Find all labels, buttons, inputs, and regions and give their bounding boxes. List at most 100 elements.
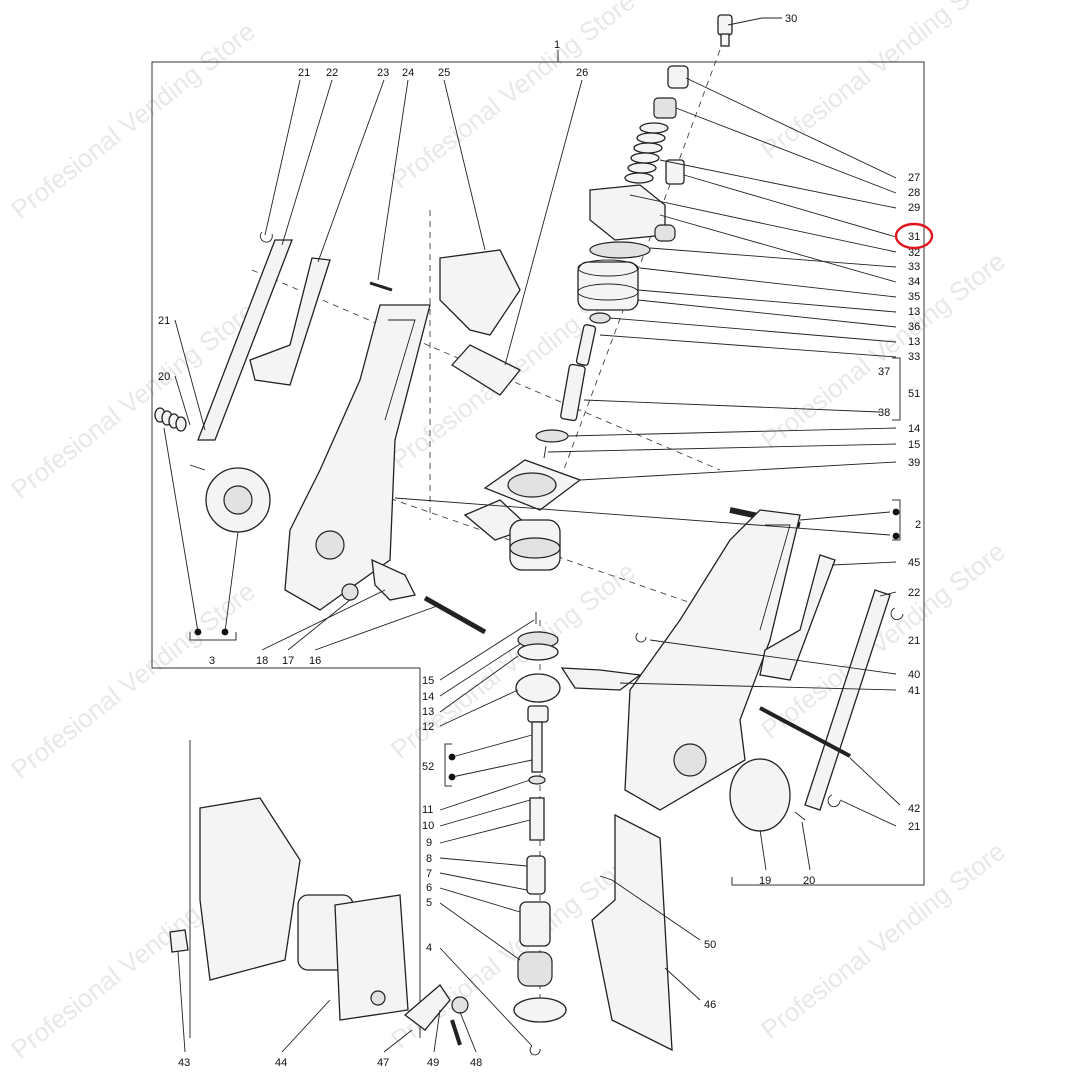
callout-label: 13 (908, 306, 920, 318)
bracket-part-26 (450, 344, 522, 396)
callout-label: 36 (908, 321, 920, 333)
shaft-part-37 (575, 324, 597, 366)
callout-label: 3 (209, 655, 215, 667)
hook-part-48 (451, 996, 469, 1014)
cam-part-23 (249, 257, 331, 386)
callout-label: 38 (878, 407, 890, 419)
clip-part-21 (827, 794, 841, 808)
piston-part-35 (577, 261, 639, 311)
callout-label: 42 (908, 803, 920, 815)
valve-part-31 (665, 159, 685, 185)
left-levers (154, 231, 522, 533)
watermark: Profesional Vending Store (755, 836, 1010, 1045)
callout-label: 9 (426, 837, 432, 849)
screw-part-20 (794, 811, 806, 821)
watermark: Profesional Vending Store (5, 576, 260, 785)
callout-label: 48 (470, 1057, 482, 1069)
valve-body-part-32 (589, 184, 666, 241)
screw-part-15 (543, 445, 547, 459)
callout-label: 15 (422, 675, 434, 687)
pin-part-42 (759, 706, 851, 758)
callout-label: 11 (422, 804, 433, 816)
watermark: Profesional Vending Store (385, 0, 640, 195)
link-part-18 (371, 558, 416, 601)
callout-label: 7 (426, 868, 432, 880)
callout-label: 8 (426, 853, 432, 865)
motor-assembly (169, 797, 469, 1046)
callout-label: 40 (908, 669, 920, 681)
callout-label: 34 (908, 276, 920, 288)
callout-label: 46 (704, 999, 716, 1011)
callout-label: 23 (377, 67, 389, 79)
callout-label: 18 (256, 655, 268, 667)
callout-label: 25 (438, 67, 450, 79)
callout-label: 13 (908, 336, 920, 348)
callout-label: 30 (785, 13, 797, 25)
callout-label: 50 (704, 939, 716, 951)
fitting-stem (720, 33, 730, 47)
screw-part-20 (189, 464, 206, 471)
seal-part-13 (517, 643, 559, 661)
callout-label: 35 (908, 291, 920, 303)
mount-bracket (199, 797, 301, 981)
highlight-ring (894, 222, 934, 250)
bushing-part-8 (526, 855, 546, 895)
callout-label: 6 (426, 882, 432, 894)
callout-label: 49 (427, 1057, 439, 1069)
shaft-part-52 (531, 721, 543, 773)
callout-label: 2 (915, 519, 921, 531)
callout-label: 39 (908, 457, 920, 469)
callout-label: 33 (908, 261, 920, 273)
spring-part-20 (154, 407, 187, 432)
callout-label: 47 (377, 1057, 389, 1069)
valve-outlet (654, 224, 676, 242)
watermark: Profesional Vending Store (755, 246, 1010, 455)
piston-column (513, 612, 567, 1056)
spring-part-49 (450, 1019, 462, 1046)
spring-part-5 (517, 951, 553, 987)
assembly-frame (151, 50, 925, 1038)
hopper-part-25 (439, 249, 521, 336)
flange-part-4 (513, 997, 567, 1023)
callout-label: 22 (908, 587, 920, 599)
callout-label: 33 (908, 351, 920, 363)
callout-label: 20 (803, 875, 815, 887)
callout-label: 24 (402, 67, 414, 79)
screw-part-24 (369, 281, 393, 292)
clip-part-21 (890, 607, 904, 621)
callout-label: 32 (908, 247, 920, 259)
roller-part-17 (341, 583, 359, 601)
screw-part-50 (599, 875, 613, 881)
callout-label: 41 (908, 685, 920, 697)
funnel-part-39 (463, 459, 582, 571)
lever-part-22 (197, 239, 293, 441)
callout-label: 44 (275, 1057, 287, 1069)
oring-part-36 (589, 312, 611, 324)
callout-label: 5 (426, 897, 432, 909)
shaft-part-38 (560, 363, 586, 422)
spring-part-29 (624, 122, 669, 184)
cam-part-45 (759, 554, 836, 681)
gear-wheel-part-19 (729, 758, 791, 832)
leader-lines (163, 17, 901, 1053)
valve-stack (535, 14, 733, 459)
callout-labels: 30 1 21 22 23 24 25 26 27 28 29 31 32 33… (158, 13, 921, 1069)
callout-label: 28 (908, 187, 920, 199)
washer-part-11 (528, 775, 546, 785)
clip-part-4 (529, 1045, 541, 1056)
callout-label: 21 (908, 635, 920, 647)
callout-label: 21 (908, 821, 920, 833)
callout-label: 21 (158, 315, 170, 327)
callout-label: 4 (426, 942, 432, 954)
clip-part-40 (635, 632, 647, 643)
callout-label: 1 (554, 39, 560, 51)
callout-label: 45 (908, 557, 920, 569)
gearbox-part-44 (334, 894, 409, 1021)
callout-label: 13 (422, 706, 434, 718)
callout-label: 31 (908, 231, 920, 243)
chute-part-46 (591, 813, 673, 1052)
sleeve-part-6 (519, 901, 551, 947)
filter-part-14 (535, 429, 569, 443)
callout-label: 29 (908, 202, 920, 214)
